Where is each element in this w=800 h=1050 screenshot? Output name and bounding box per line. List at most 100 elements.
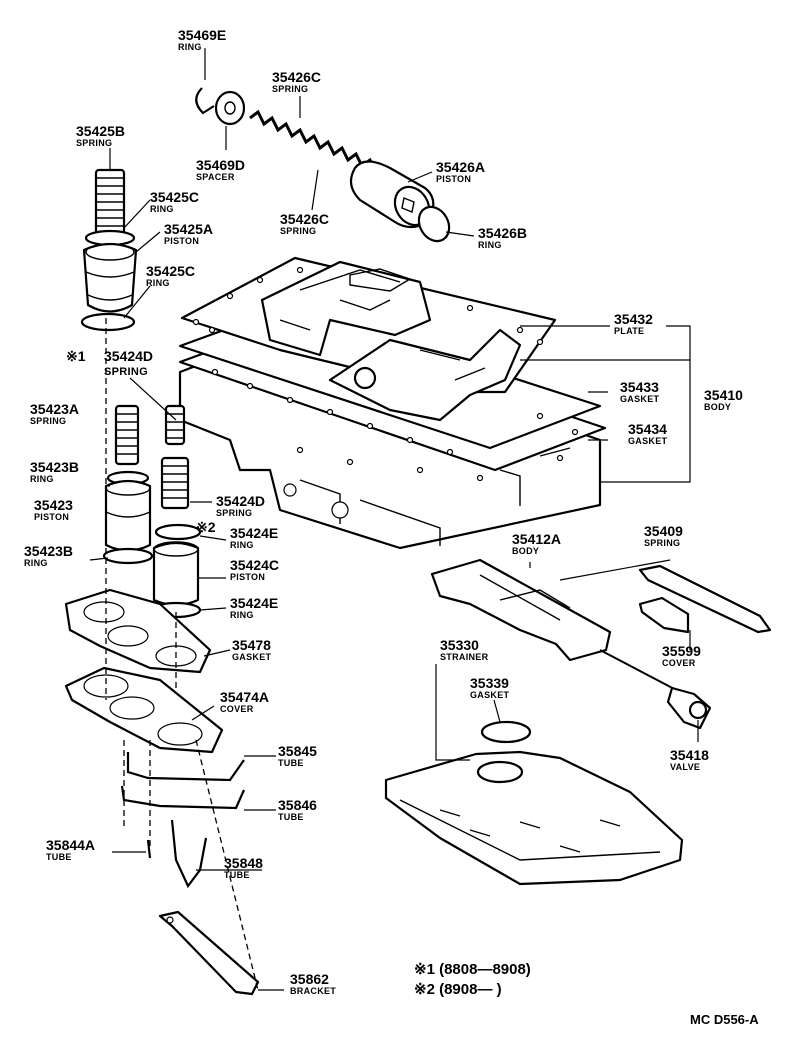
piston-35424c-drawing: [152, 541, 200, 607]
label-35599-name: COVER: [662, 658, 696, 668]
label-35425c-top-name: RING: [150, 204, 174, 214]
label-35469d-name: SPACER: [196, 172, 235, 182]
label-35424e-top-name: RING: [230, 540, 254, 550]
label-35845-number: 35845: [278, 743, 317, 759]
valve-35418-drawing: [599, 649, 712, 730]
label-35434-name: GASKET: [628, 436, 668, 446]
bracket-35862-drawing: [158, 910, 260, 996]
tube-35846-drawing: [120, 785, 246, 810]
label-35424c-number: 35424C: [230, 557, 279, 573]
label-35418-number: 35418: [670, 747, 709, 763]
tube-35848-drawing: [170, 819, 208, 889]
label-35846-number: 35846: [278, 797, 317, 813]
label-35844a-name: TUBE: [46, 852, 72, 862]
label-35423-number: 35423: [34, 497, 73, 513]
label-35425a-name: PISTON: [164, 236, 199, 246]
label-35433-name: GASKET: [620, 394, 660, 404]
label-35425b-number: 35425B: [76, 123, 125, 139]
label-35423b-bottom-name: RING: [24, 558, 48, 568]
ring-35423b-bottom-drawing: [102, 547, 154, 565]
cover-35599-drawing: [638, 596, 690, 634]
cover-35474a-drawing: [64, 666, 224, 754]
marker-1: ※1: [66, 348, 86, 364]
valve-body-35410-drawing: [178, 256, 607, 550]
tube-35845-drawing: [126, 752, 245, 782]
label-35425c-top-number: 35425C: [150, 189, 199, 205]
label-35424e-bottom-name: RING: [230, 610, 254, 620]
label-35423b-top-number: 35423B: [30, 459, 79, 475]
label-35424d-bottom-number: 35424D: [216, 493, 265, 509]
ring-35469e-drawing: [195, 87, 215, 115]
label-35862-name: BRACKET: [290, 986, 336, 996]
label-35433-number: 35433: [620, 379, 659, 395]
label-35424d-top-number: 35424D: [104, 348, 153, 364]
label-35412a-number: 35412A: [512, 531, 561, 547]
label-35848-number: 35848: [224, 855, 263, 871]
label-35412a-name: BODY: [512, 546, 539, 556]
label-35410-number: 35410: [704, 387, 743, 403]
strainer-35330-drawing: [384, 750, 684, 886]
label-35339-number: 35339: [470, 675, 509, 691]
label-35426a-number: 35426A: [436, 159, 485, 175]
label-35845-name: TUBE: [278, 758, 304, 768]
label-35478-name: GASKET: [232, 652, 272, 662]
label-35426a-name: PISTON: [436, 174, 471, 184]
label-35425c-bottom-number: 35425C: [146, 263, 195, 279]
ring-35424e-top-drawing: [154, 523, 202, 541]
label-35469d-number: 35469D: [196, 157, 245, 173]
spring-35426c-drawing: [249, 109, 378, 173]
label-35426c-top-name: SPRING: [272, 84, 308, 94]
label-35846-name: TUBE: [278, 812, 304, 822]
spring-35424d-top-drawing: [164, 404, 186, 446]
label-35862-number: 35862: [290, 971, 329, 987]
label-35469e-number: 35469E: [178, 27, 226, 43]
label-35330-number: 35330: [440, 637, 479, 653]
label-35599-number: 35599: [662, 643, 701, 659]
label-35426c-bottom-name: SPRING: [280, 226, 316, 236]
label-35423b-bottom-number: 35423B: [24, 543, 73, 559]
gasket-35339-drawing: [480, 720, 532, 744]
label-35426c-top-number: 35426C: [272, 69, 321, 85]
spacer-35469d-drawing: [214, 90, 246, 126]
label-35426c-bottom-number: 35426C: [280, 211, 329, 227]
label-35425a-number: 35425A: [164, 221, 213, 237]
tube-35844a-drawing: [146, 839, 152, 859]
label-35423a-number: 35423A: [30, 401, 79, 417]
label-35432-name: PLATE: [614, 326, 644, 336]
body-35412a-drawing: [430, 558, 612, 662]
piston-35425a-drawing: [82, 242, 138, 313]
diagram-reference: MC D556-A: [690, 1012, 759, 1027]
marker-2: ※2: [196, 519, 216, 535]
ring-35425c-bottom-drawing: [80, 312, 136, 332]
label-35426b-number: 35426B: [478, 225, 527, 241]
label-35418-name: VALVE: [670, 762, 700, 772]
label-35434-number: 35434: [628, 421, 667, 437]
piston-35423-drawing: [104, 479, 152, 552]
label-35423a-name: SPRING: [30, 416, 66, 426]
ring-35426b-drawing: [417, 205, 451, 243]
label-35330-name: STRAINER: [440, 652, 489, 662]
footnote-1: ※1 (8808—8908): [414, 961, 531, 978]
label-35432-number: 35432: [614, 311, 653, 327]
label-35424e-bottom-number: 35424E: [230, 595, 278, 611]
label-35423-name: PISTON: [34, 512, 69, 522]
label-35474a-number: 35474A: [220, 689, 269, 705]
label-35410-name: BODY: [704, 402, 731, 412]
label-35426b-name: RING: [478, 240, 502, 250]
leader-lines: [89, 48, 699, 991]
label-35424d-bottom-name: SPRING: [216, 508, 252, 518]
label-35469e-name: RING: [178, 42, 202, 52]
label-35425b-name: SPRING: [76, 138, 112, 148]
label-35424c-name: PISTON: [230, 572, 265, 582]
labels: 35469E RING 35426C SPRING 35425B SPRING …: [24, 27, 743, 996]
label-35425c-bottom-name: RING: [146, 278, 170, 288]
spring-35424d-bottom-drawing: [160, 456, 190, 510]
label-35474a-name: COVER: [220, 704, 254, 714]
label-35424e-top-number: 35424E: [230, 525, 278, 541]
label-35844a-number: 35844A: [46, 837, 95, 853]
label-35478-number: 35478: [232, 637, 271, 653]
footnote-2: ※2 (8908— ): [414, 981, 502, 998]
spring-35425b-drawing: [94, 168, 126, 242]
label-35424d-top-name: SPRING: [104, 366, 148, 378]
